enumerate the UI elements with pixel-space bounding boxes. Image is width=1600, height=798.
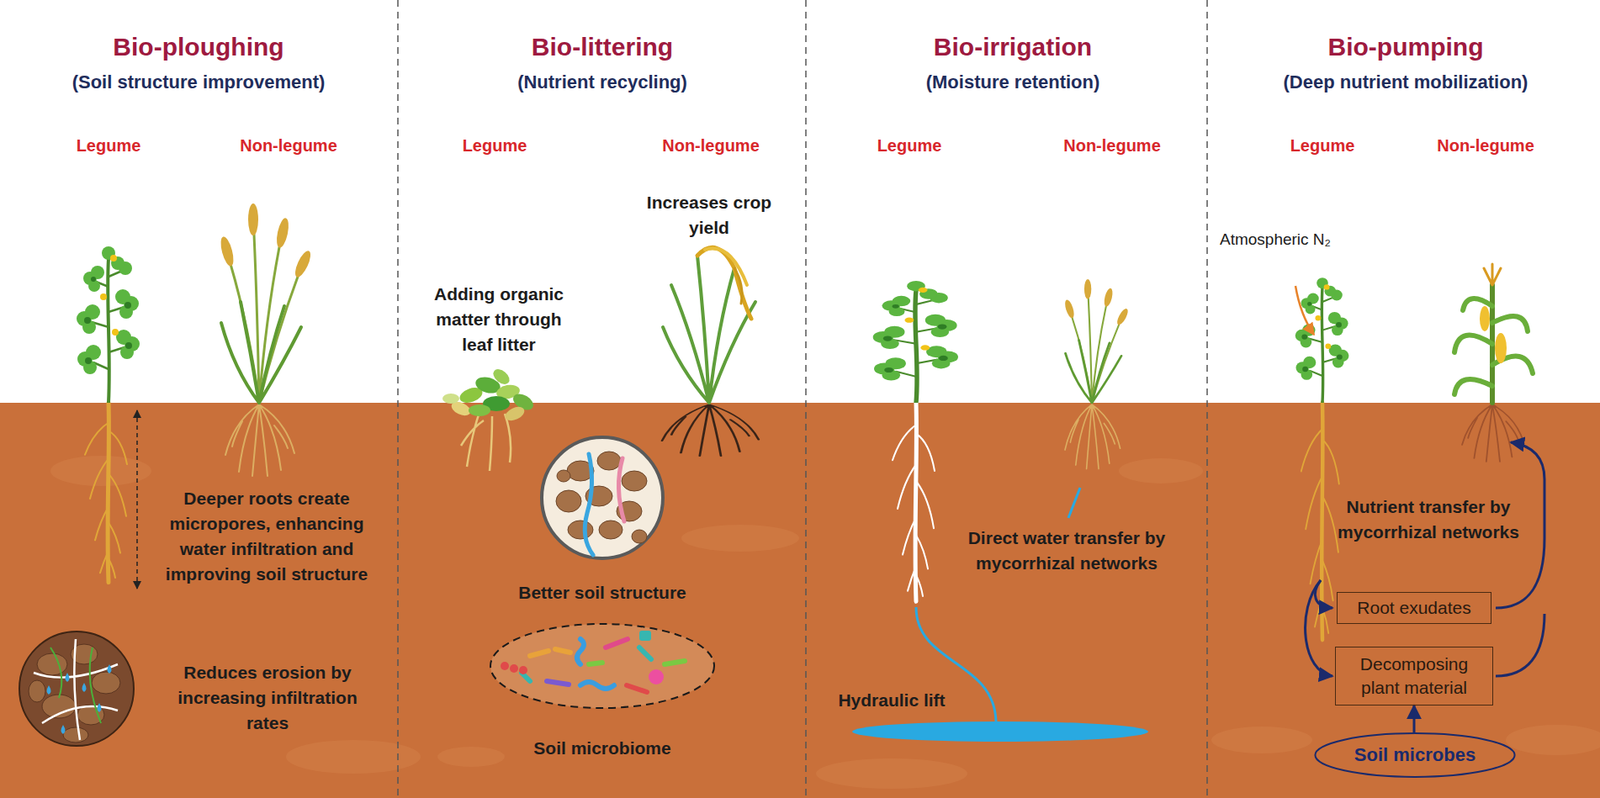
plant-type-label: Legume <box>842 134 977 157</box>
legume-plant <box>76 246 140 583</box>
root-depth-arrow <box>136 410 138 589</box>
ellipse-node: Soil microbes <box>1313 732 1517 779</box>
legume-plant <box>873 280 959 602</box>
panel-title: Bio-ploughing <box>5 31 393 63</box>
panel-subtitle: (Soil structure improvement) <box>5 70 393 95</box>
plant-type-label: Legume <box>41 134 176 157</box>
node-text: Decomposing plant material <box>1344 652 1484 700</box>
annotation-text: Soil microbiome <box>476 736 729 762</box>
process-box: Root exudates <box>1336 592 1492 625</box>
non-legume-plant <box>1063 279 1130 469</box>
non-legume-plant <box>662 247 759 456</box>
panel-title: Bio-irrigation <box>819 31 1207 63</box>
plant-type-label: Non-legume <box>1036 134 1188 157</box>
annotation-text: Reduces erosion by increasing infiltrati… <box>162 660 373 737</box>
annotation-text: Increases crop yield <box>637 190 781 241</box>
panel-subtitle: (Deep nutrient mobilization) <box>1212 70 1600 95</box>
leader-line <box>1068 487 1081 519</box>
annotation-text: Hydraulic lift <box>832 688 951 714</box>
water-table <box>852 721 1149 742</box>
soil-mottle <box>50 455 1600 790</box>
annotation-text: Deeper roots create micropores, enhancin… <box>144 486 389 588</box>
plant-type-label: Non-legume <box>212 134 365 157</box>
annotation-text: Atmospheric N₂ <box>1212 228 1339 251</box>
plant-type-label: Non-legume <box>635 134 787 157</box>
process-box: Decomposing plant material <box>1335 646 1494 706</box>
plant-type-label: Legume <box>1255 134 1390 157</box>
plant-type-label: Non-legume <box>1409 134 1562 157</box>
panel-divider <box>397 0 1208 798</box>
panel-subtitle: (Moisture retention) <box>819 70 1207 95</box>
panel-title: Bio-pumping <box>1212 31 1600 63</box>
annotation-text: Better soil structure <box>476 580 729 606</box>
flow-arrow <box>1413 705 1416 733</box>
non-legume-plant <box>218 203 314 477</box>
leaf-litter <box>442 366 536 472</box>
panel-title: Bio-littering <box>408 31 796 63</box>
soil-microbiome-inset <box>490 624 715 709</box>
legume-plant <box>1295 277 1350 640</box>
ellipse-outline <box>1314 733 1515 778</box>
soil-ground <box>0 402 1600 798</box>
non-legume-plant <box>1454 264 1533 462</box>
annotation-text: Nutrient transfer by mycorrhizal network… <box>1335 494 1521 546</box>
annotation-text: Direct water transfer by mycorrhizal net… <box>948 525 1185 577</box>
nitrogen-arrow <box>1295 286 1314 335</box>
infiltration-inset <box>19 631 134 747</box>
node-text: Soil microbes <box>1354 743 1476 768</box>
annotation-text: Adding organic matter through leaf litte… <box>418 281 579 358</box>
panel-subtitle: (Nutrient recycling) <box>408 70 796 95</box>
node-text: Root exudates <box>1356 596 1471 620</box>
nutrient-flow-arrows <box>1305 442 1545 677</box>
soil-aggregate-inset <box>541 437 663 559</box>
plant-type-label: Legume <box>427 134 562 157</box>
